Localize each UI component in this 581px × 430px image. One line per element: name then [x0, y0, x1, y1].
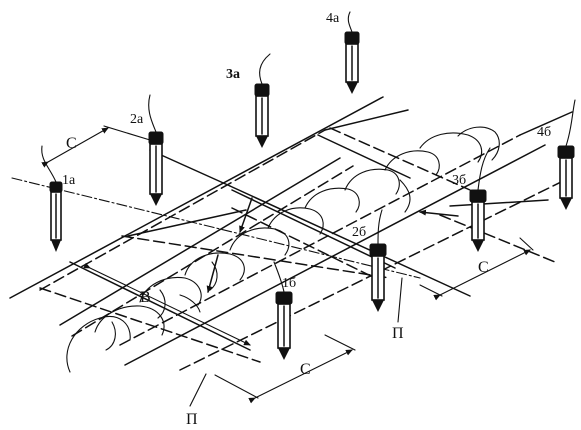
cross-line [231, 189, 396, 269]
label-probe-3b: 3б [452, 173, 466, 188]
label-boundary-p-right: П [392, 325, 404, 342]
label-dimension-b: В [140, 289, 151, 306]
ridge-contour [384, 150, 440, 176]
probe-wire-3a [259, 53, 271, 85]
label-probe-1b: 1б [282, 276, 296, 291]
probe-1b [275, 291, 293, 360]
boundary-line [229, 185, 471, 297]
boundary-line [324, 109, 409, 131]
leader-line-p-bottom [189, 373, 207, 407]
ridge-contour [419, 132, 483, 163]
ridge-contour [267, 207, 324, 235]
flow-arrows [179, 197, 459, 313]
probe-wire-1b [273, 261, 285, 293]
ridge-contour [344, 168, 400, 195]
probe-wire-3b [477, 147, 491, 191]
dimension-c-top-left [41, 127, 109, 168]
probe-1a [49, 181, 63, 252]
label-boundary-p-bottom: П [186, 411, 198, 428]
labels: 1а 2а 3а 4а 1б 2б 3б 4б С С С В П П [62, 11, 551, 428]
axis-line [11, 177, 421, 279]
ridge-curl [105, 321, 116, 351]
flow-arrow [239, 197, 253, 233]
flow-curve [179, 294, 201, 313]
ridge-curl [399, 179, 411, 213]
cross-line [69, 261, 251, 351]
label-probe-1a: 1а [62, 173, 76, 188]
label-probe-3a: 3а [226, 67, 240, 82]
probe-wires [41, 11, 576, 293]
probe-2a [148, 131, 164, 206]
probe-wire-4a [347, 11, 353, 33]
probe-4b [557, 145, 575, 210]
ridge-curl [209, 261, 218, 291]
label-dimension-c-top-left: С [66, 135, 77, 152]
dimension-b [83, 262, 251, 346]
label-dimension-c-bottom: С [300, 361, 311, 378]
label-probe-4b: 4б [537, 125, 551, 140]
label-probe-2a: 2а [130, 112, 144, 127]
flow-arrow [206, 254, 219, 293]
ridge-contour [229, 227, 290, 256]
extension-line [419, 284, 443, 297]
cross-line-dashed [231, 207, 376, 279]
probe-3b [469, 189, 487, 252]
cross-line-dashed [329, 127, 471, 191]
label-probe-4a: 4а [326, 11, 340, 26]
boundary-line [149, 149, 231, 187]
cross-line-dashed [121, 235, 391, 279]
cross-line [127, 209, 247, 237]
boundary-line [9, 96, 384, 299]
dimension-lines [41, 125, 534, 404]
probe-4a [344, 31, 360, 94]
probe-2b [369, 243, 387, 312]
dimension-c-right [433, 249, 531, 301]
ridge-contour [304, 187, 360, 213]
extension-line [519, 237, 534, 251]
label-probe-2b: 2б [352, 225, 366, 240]
cross-line [449, 199, 549, 207]
leader-line-p-right [397, 277, 403, 323]
probe-wire-1a [41, 145, 57, 183]
strip-boundary-lines [9, 96, 573, 371]
extension-line [214, 374, 259, 399]
cross-line [317, 134, 411, 179]
flow-arrow [419, 209, 459, 217]
boundary-line-dashed [119, 134, 521, 346]
label-dimension-c-right: С [478, 259, 489, 276]
probe-wire-2b [377, 209, 383, 245]
boundary-line [519, 111, 573, 136]
dimension-c-bottom [248, 349, 353, 404]
extension-line [324, 334, 356, 351]
cross-line-dashed [439, 214, 556, 263]
boundary-line [124, 144, 546, 366]
extension-line [103, 125, 151, 141]
ridge-contour [457, 126, 500, 161]
probe-wire-4b [565, 99, 576, 147]
probe-3a [254, 83, 270, 148]
probe-wire-2a [148, 94, 157, 133]
